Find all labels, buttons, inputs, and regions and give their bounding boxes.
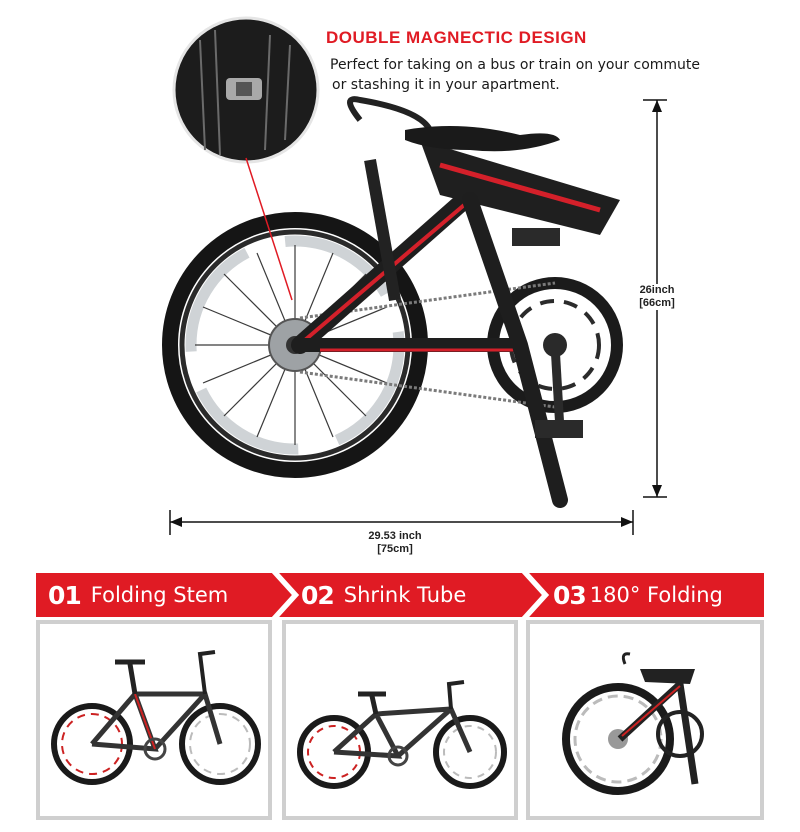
step-2-image-panel [282,620,518,820]
length-label: 29.53 inch [75cm] [350,530,440,556]
shrink-tube-bike-image [297,680,507,789]
step-2-text: Shrink Tube [343,583,467,607]
step-3-image-panel [526,620,764,820]
magnet-detail-inset [172,16,320,164]
pointer-line [245,157,293,301]
step-1-image-panel [36,620,272,820]
length-cm: [75cm] [377,543,413,555]
folded-bike-image [562,652,704,795]
step-3-text: 180° Folding [589,583,723,607]
height-cm: [66cm] [639,297,675,309]
bike-frame [291,96,620,508]
description: Perfect for taking on a bus or train on … [330,55,700,95]
step-2-number: 02 [301,580,335,610]
unfolded-bike-image [51,650,261,785]
height-inch: 26inch [639,284,675,296]
description-line-2: or stashing it in your apartment. [332,77,560,93]
step-2-label: 02 Shrink Tube [301,573,466,617]
step-3-number: 03 [553,580,587,610]
description-line-1: Perfect for taking on a bus or train on … [330,57,701,73]
folding-steps-banner: 01 Folding Stem 02 Shrink Tube 03 180° F… [36,573,764,617]
step-3-label: 03 180° Folding [553,573,723,617]
length-dimension-line [169,510,634,535]
step-1-label: 01 Folding Stem [48,573,228,617]
headline: DOUBLE MAGNECTIC DESIGN [326,28,587,47]
banner-background [36,573,764,617]
step-1-number: 01 [48,580,82,610]
length-inch: 29.53 inch [368,530,422,542]
main-bike-illustration [162,16,667,535]
height-label: 26inch [66cm] [622,284,692,310]
step-1-text: Folding Stem [90,583,229,607]
